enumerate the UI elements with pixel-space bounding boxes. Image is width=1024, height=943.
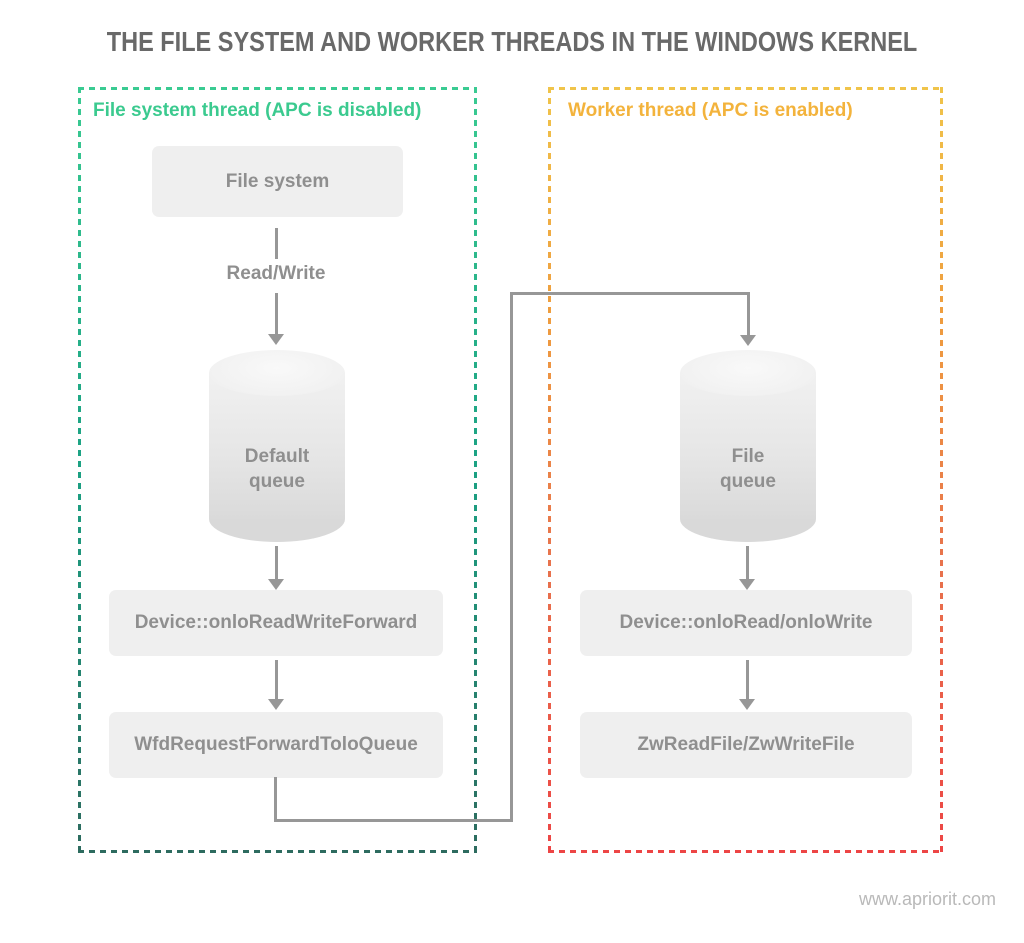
arrow-down-icon xyxy=(268,546,284,590)
cylinder-body xyxy=(680,373,816,519)
file-system-thread-panel: File system thread (APC is disabled) Fil… xyxy=(78,87,477,853)
file-system-thread-label: File system thread (APC is disabled) xyxy=(93,100,422,121)
diagram-title: THE FILE SYSTEM AND WORKER THREADS IN TH… xyxy=(106,26,918,57)
connector-segment-right xyxy=(274,819,513,822)
panel-border-bottom xyxy=(548,850,943,853)
cylinder-body xyxy=(209,373,345,519)
file-system-stem-line xyxy=(275,228,278,259)
device-read-write-forward-node: Device::onloReadWriteForward xyxy=(109,590,443,656)
worker-thread-panel: Worker thread (APC is enabled) File queu… xyxy=(548,87,943,853)
arrow-shaft xyxy=(746,294,750,338)
queue-label-line1: File xyxy=(731,446,765,467)
connector-segment-down xyxy=(274,777,277,822)
connector-segment-up xyxy=(510,292,513,822)
worker-thread-label: Worker thread (APC is enabled) xyxy=(568,100,853,121)
arrow-head xyxy=(739,579,755,590)
default-queue-cylinder: Default queue xyxy=(209,350,345,542)
device-read-write-node: Device::onloRead/onloWrite xyxy=(580,590,912,656)
arrow-down-icon xyxy=(740,294,756,346)
arrow-shaft xyxy=(274,546,278,582)
queue-label-line2: queue xyxy=(720,471,776,492)
watermark: www.apriorit.com xyxy=(858,889,996,909)
panel-border-right xyxy=(474,87,477,853)
default-queue-label: Default queue xyxy=(209,444,345,494)
panel-border-left xyxy=(548,87,551,853)
cylinder-top-ellipse xyxy=(209,350,345,396)
panel-border-top xyxy=(78,87,477,90)
panel-border-bottom xyxy=(78,850,477,853)
arrow-shaft xyxy=(745,546,749,582)
cylinder-top-ellipse xyxy=(680,350,816,396)
zw-read-write-file-node: ZwReadFile/ZwWriteFile xyxy=(580,712,912,778)
arrow-head xyxy=(268,699,284,710)
request-forward-node: WfdRequestForwardToloQueue xyxy=(109,712,443,778)
arrow-down-icon xyxy=(739,660,755,710)
arrow-head xyxy=(268,579,284,590)
panel-border-top xyxy=(548,87,943,90)
queue-label-line2: queue xyxy=(249,471,305,492)
arrow-down-icon xyxy=(268,660,284,710)
arrow-shaft xyxy=(274,660,278,702)
arrow-down-icon xyxy=(268,293,284,345)
arrow-down-icon xyxy=(739,546,755,590)
arrow-head xyxy=(739,699,755,710)
panel-border-right xyxy=(940,87,943,853)
read-write-label: Read/Write xyxy=(226,263,326,284)
arrow-shaft xyxy=(274,293,278,337)
file-queue-cylinder: File queue xyxy=(680,350,816,542)
arrow-shaft xyxy=(745,660,749,702)
arrow-head xyxy=(268,334,284,345)
connector-segment-top-right xyxy=(510,292,750,295)
panel-border-left xyxy=(78,87,81,853)
file-queue-label: File queue xyxy=(680,444,816,494)
queue-label-line1: Default xyxy=(244,446,310,467)
file-system-node: File system xyxy=(152,146,403,217)
arrow-head xyxy=(740,335,756,346)
